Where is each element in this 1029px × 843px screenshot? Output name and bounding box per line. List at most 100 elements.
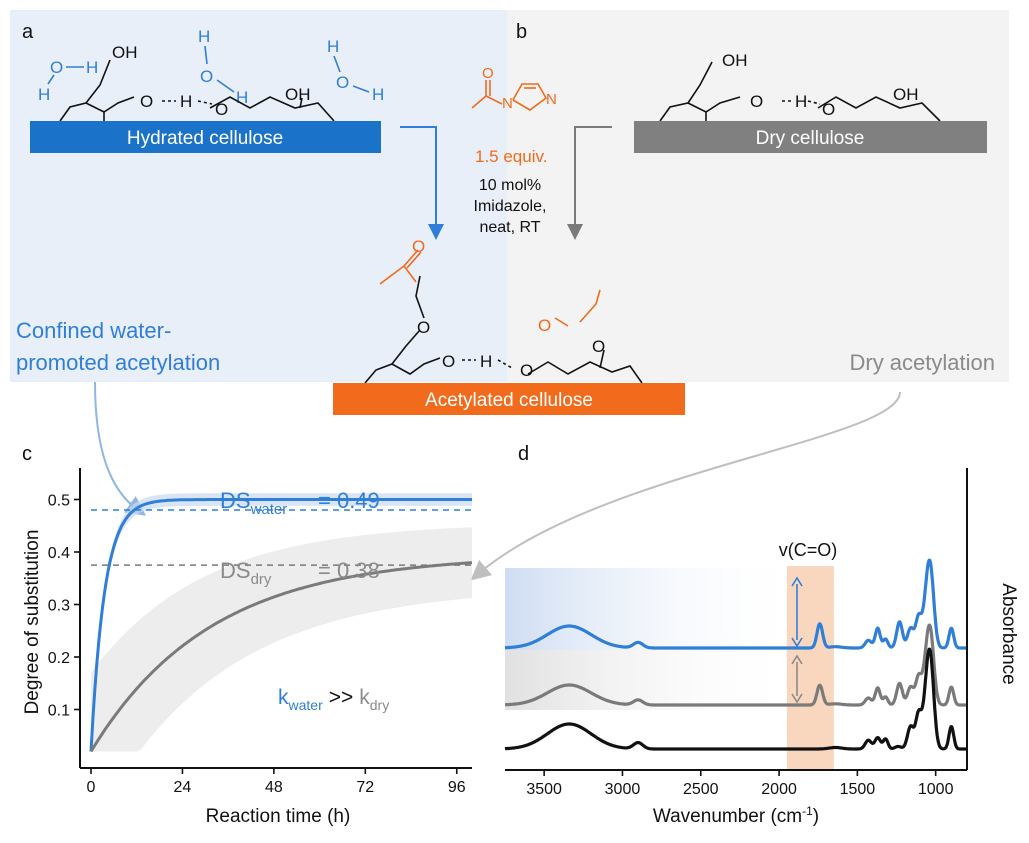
acetylimidazole-atoms: O N N [482,65,557,112]
water-to-plot-arrow [94,381,147,516]
svg-text:O: O [200,67,213,86]
c-y-tick-label: 0.1 [48,703,70,720]
dry-caption: Dry acetylation [849,350,995,375]
c-x-tick-label: 0 [87,779,96,796]
c-x-tick-label: 24 [174,779,192,796]
dry-reaction-arrow [567,126,612,240]
hydrated-cellulose-atoms: OH O H O OH [112,43,311,119]
d-x-tick-label: 1000 [918,781,954,798]
dry-spectrum-band [505,650,805,710]
panel-a-letter: a [22,21,34,43]
series-line-water [89,498,472,752]
acetylated-cellulose-atoms: O O O H O O O [412,237,605,380]
water-molecule-2: H O H [198,27,248,107]
svg-text:O: O [482,65,494,82]
dry-cellulose-label: Dry cellulose [756,128,865,149]
co-intensity-arrowhead [791,576,803,587]
acetylated-cellulose-label: Acetylated cellulose [425,390,593,411]
water-reaction-arrow [400,126,444,240]
c-y-tick-label: 0.3 [48,598,70,615]
spectrum-acetylated-dry [504,623,968,707]
c-y-tick-label: 0.4 [48,545,70,562]
dry-cellulose-structure [659,61,941,122]
svg-text:O: O [520,361,533,380]
svg-text:O: O [412,237,425,256]
dry-cellulose-atoms: OH O H O OH [722,51,919,119]
svg-text:H: H [327,37,339,56]
c-y-tick-label: 0.5 [48,493,70,510]
svg-text:O: O [215,100,228,119]
panel-b-background [507,10,1009,382]
svg-text:H: H [372,85,384,104]
svg-text:N: N [546,91,557,108]
svg-text:O: O [538,316,551,335]
c-x-tick-label: 72 [356,779,374,796]
svg-text:O: O [50,58,63,77]
svg-text:H: H [480,352,492,371]
svg-text:OH: OH [893,85,919,104]
c-x-tick-label: 48 [265,779,283,796]
svg-text:H: H [38,85,50,104]
d-xlabel: Wavenumber (cm-1) [653,804,819,827]
series-line-dry [89,561,473,753]
water-caption-line-2: promoted acetylation [16,350,220,375]
hydrated-cellulose-structure [59,59,335,122]
svg-text:O: O [140,92,153,111]
hydrated-cellulose-label: Hydrated cellulose [127,128,283,149]
conditions-line-1: 10 mol% [479,177,541,194]
svg-text:O: O [336,73,349,92]
c-y-tick-label: 0.2 [48,650,70,667]
svg-text:O: O [442,352,455,371]
co-intensity-arrowhead [791,637,803,648]
co-stretch-highlight [786,566,834,770]
ds-kinetics-chart: 0 24 48 72 96 0.1 0.2 0.3 0.4 0.5 [48,468,473,796]
water-caption-line-1: Confined water- [16,318,171,343]
svg-text:H: H [795,92,807,111]
svg-text:kwater>>kdry: kwater>>kdry [278,686,389,713]
svg-text:O: O [822,100,835,119]
band-water [91,493,472,752]
hydrated-cellulose-bar [30,121,381,153]
ds-dry-annotation: DSdry = 0.38 [220,558,380,588]
c-x-tick-label: 96 [448,779,466,796]
panel-c-letter: c [22,443,32,465]
svg-text:DSdry: DSdry [220,558,272,588]
d-x-tick-label: 1500 [840,781,876,798]
svg-text:OH: OH [285,85,311,104]
svg-text:= 0.49: = 0.49 [318,488,380,513]
acetylated-cellulose-bar [333,383,685,415]
panel-d-letter: d [518,443,529,465]
co-intensity-arrowhead [791,654,803,665]
panel-a-background [10,10,507,382]
svg-text:OH: OH [722,51,748,70]
svg-text:= 0.38: = 0.38 [318,558,380,583]
dry-cellulose-bar [634,121,987,153]
svg-text:N: N [502,95,513,112]
svg-text:DSwater: DSwater [220,488,287,518]
rate-comparison-annotation: kwater>>kdry [278,686,389,713]
svg-text:O: O [750,92,763,111]
svg-text:H: H [180,92,192,111]
water-molecule-1: H O H [38,58,98,104]
spectrum-cellulose [504,647,968,751]
reagent-equivalents: 1.5 equiv. [475,147,547,166]
dry-to-plot-arrow [470,391,901,581]
d-x-tick-label: 3000 [605,781,641,798]
svg-text:H: H [198,27,210,46]
water-spectrum-band [505,568,805,650]
acetylated-cellulose-structure [364,249,643,384]
acetylimidazole-structure [471,80,548,111]
band-dry [91,527,472,752]
conditions-line-2: Imidazole, [474,198,547,215]
spectrum-acetylated-water [504,558,968,650]
svg-text:H: H [86,58,98,77]
c-xlabel: Reaction time (h) [206,806,351,827]
c-ylabel: Degree of substitution [22,530,43,715]
co-stretch-label: v(C=O) [779,540,838,560]
ds-water-annotation: DSwater = 0.49 [220,488,380,518]
water-molecule-3: H O H [327,37,384,104]
svg-text:OH: OH [112,43,138,62]
svg-text:O: O [417,318,430,337]
